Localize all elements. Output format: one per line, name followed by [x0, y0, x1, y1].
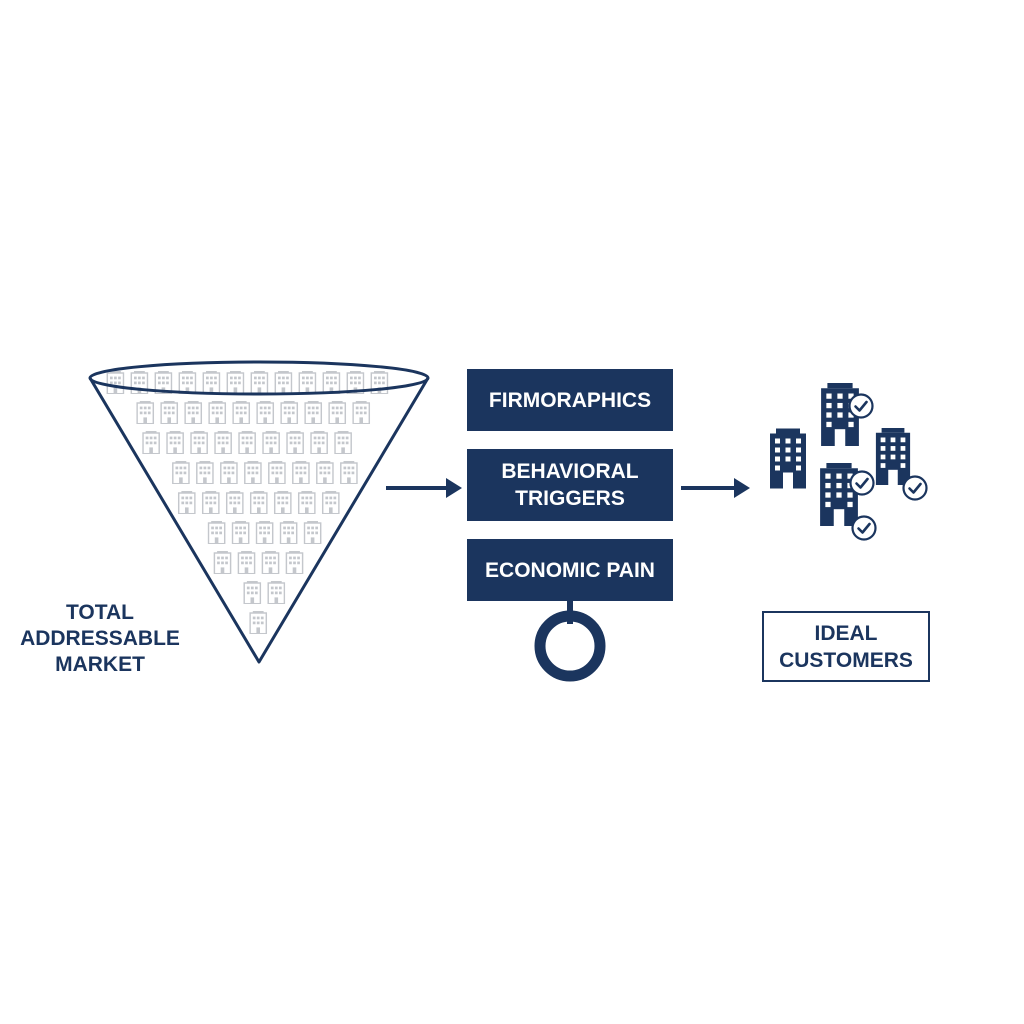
- filter-label: BEHAVIORAL: [501, 460, 639, 483]
- office-building-icon: [261, 550, 280, 574]
- office-building-icon: [280, 400, 299, 424]
- office-building-icon: [249, 610, 268, 634]
- ring-handle-icon: [534, 601, 606, 682]
- office-building-icon: [196, 460, 214, 484]
- office-building-icon: [166, 430, 184, 454]
- office-building-icon: [316, 460, 334, 484]
- filter-label: TRIGGERS: [515, 487, 625, 510]
- filter-firmographics: FIRMORAPHICS: [467, 369, 673, 431]
- office-building-icon: [322, 370, 341, 394]
- office-building-icon: [178, 370, 197, 394]
- check-circle-icon: [849, 470, 875, 496]
- office-building-icon: [298, 370, 317, 394]
- office-building-icon: [328, 400, 347, 424]
- office-building-icon: [274, 370, 293, 394]
- tam-label-line: TOTAL: [65, 601, 135, 624]
- ideal-customers-label: IDEAL CUSTOMERS: [762, 611, 930, 682]
- office-building-icon: [184, 400, 203, 424]
- office-building-icon: [177, 490, 196, 514]
- office-building-icon: [243, 580, 262, 604]
- filter-behavioral-triggers: BEHAVIORAL TRIGGERS: [467, 449, 673, 521]
- office-building-icon: [297, 490, 316, 514]
- office-building-icon: [340, 460, 358, 484]
- tam-label-line: ADDRESSABLE: [20, 627, 180, 650]
- filter-label: FIRMORAPHICS: [488, 388, 652, 412]
- ideal-label-line: CUSTOMERS: [779, 648, 913, 672]
- office-building-icon: [303, 520, 322, 544]
- office-building-icon: [106, 370, 125, 394]
- funnel-outline: [88, 377, 430, 664]
- office-building-icon: [136, 400, 155, 424]
- office-building-icon: [267, 580, 286, 604]
- total-addressable-market-label: TOTAL ADDRESSABLE MARKET: [20, 600, 180, 678]
- office-building-icon: [285, 550, 304, 574]
- office-building-icon: [249, 490, 268, 514]
- funnel-building-icons: [106, 370, 389, 634]
- office-building-icon: [292, 460, 310, 484]
- office-building-icon: [238, 430, 256, 454]
- office-building-icon: [273, 490, 292, 514]
- office-building-icon: [225, 490, 244, 514]
- ideal-customer-buildings: [770, 383, 928, 541]
- office-building-icon: [244, 460, 262, 484]
- arrow-right-icon: [386, 478, 462, 498]
- office-building-icon: [304, 400, 323, 424]
- check-circle-icon: [851, 515, 877, 541]
- funnel-rim: [88, 360, 430, 396]
- office-building-icon: [262, 430, 280, 454]
- office-building-icon: [226, 370, 245, 394]
- office-building-icon: [202, 370, 221, 394]
- check-circle-icon: [848, 393, 874, 419]
- office-building-icon: [190, 430, 208, 454]
- office-building-icon: [220, 460, 238, 484]
- office-building-icon: [255, 520, 274, 544]
- office-building-icon: [268, 460, 286, 484]
- filter-label: ECONOMIC PAIN: [485, 558, 655, 582]
- tam-label-line: MARKET: [55, 653, 145, 676]
- filter-economic-pain: ECONOMIC PAIN: [467, 539, 673, 601]
- office-building-icon: [875, 428, 911, 485]
- office-building-icon: [207, 520, 226, 544]
- office-building-icon: [160, 400, 179, 424]
- office-building-icon: [256, 400, 275, 424]
- office-building-icon: [286, 430, 304, 454]
- office-building-icon: [321, 490, 340, 514]
- office-building-icon: [250, 370, 269, 394]
- office-building-icon: [231, 520, 250, 544]
- office-building-icon: [310, 430, 328, 454]
- office-building-icon: [214, 430, 232, 454]
- office-building-icon: [208, 400, 227, 424]
- office-building-icon: [237, 550, 256, 574]
- market-funnel: [88, 360, 430, 664]
- office-building-icon: [334, 430, 352, 454]
- office-building-icon: [352, 400, 371, 424]
- office-building-icon: [279, 520, 298, 544]
- office-building-icon: [142, 430, 160, 454]
- office-building-icon: [213, 550, 232, 574]
- office-building-icon: [201, 490, 220, 514]
- ideal-label-line: IDEAL: [814, 621, 878, 645]
- office-building-icon: [820, 463, 858, 526]
- office-building-icon: [232, 400, 251, 424]
- office-building-icon: [770, 428, 806, 489]
- check-circle-icon: [902, 475, 928, 501]
- arrow-right-icon: [681, 478, 750, 498]
- office-building-icon: [172, 460, 190, 484]
